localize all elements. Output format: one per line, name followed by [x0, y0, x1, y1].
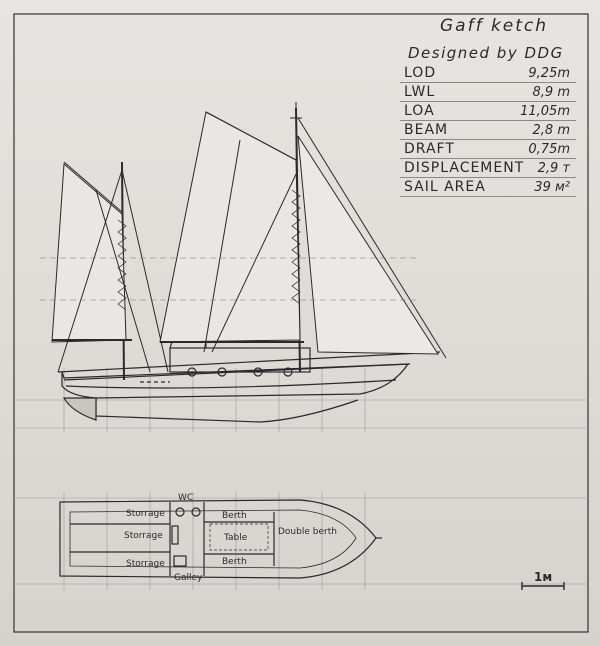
plan-view: [59, 499, 382, 579]
elevation-grid: [14, 368, 588, 432]
spec-value: 0,75m: [528, 142, 570, 157]
plan-grid: [14, 492, 588, 590]
spec-value: 2,9 т: [537, 161, 570, 176]
designer-credit: Designed by DDG: [408, 44, 564, 62]
label-storage-3: Storrage: [126, 559, 165, 569]
label-table: Table: [223, 533, 248, 543]
spec-label: LOA: [404, 103, 435, 119]
spec-row: BEAM 2,8 m: [400, 121, 576, 140]
label-storage-1: Storrage: [126, 509, 165, 519]
drawing-border: [13, 13, 589, 633]
spec-value: 9,25m: [528, 66, 570, 81]
label-berth-bottom: Berth: [222, 557, 247, 567]
spec-row: DISPLACEMENT 2,9 т: [400, 159, 576, 178]
drawing-title: Gaff ketch: [440, 16, 549, 36]
label-galley: Galley: [174, 573, 203, 583]
scale-bar: [521, 582, 565, 590]
spec-row: LOD 9,25m: [400, 64, 576, 83]
spec-label: SAIL AREA: [404, 179, 486, 195]
spec-row: SAIL AREA 39 м²: [400, 178, 576, 197]
spec-value: 2,8 m: [532, 123, 570, 138]
specs-table: LOD 9,25m LWL 8,9 m LOA 11,05m BEAM 2,8 m DR…: [400, 64, 576, 197]
spec-value: 39 м²: [534, 180, 570, 195]
spec-value: 8,9 m: [532, 85, 570, 100]
rigging: [40, 102, 447, 381]
spec-row: DRAFT 0,75m: [400, 140, 576, 159]
scale-label: 1м: [534, 570, 553, 584]
label-double-berth: Double berth: [278, 527, 337, 537]
spec-value: 11,05m: [520, 104, 570, 119]
spec-label: DRAFT: [404, 141, 455, 157]
hull-profile: [57, 341, 441, 423]
spec-row: LWL 8,9 m: [400, 83, 576, 102]
label-wc: WC: [178, 493, 193, 503]
spec-label: DISPLACEMENT: [404, 160, 525, 176]
label-berth-top: Berth: [222, 511, 247, 521]
spec-label: BEAM: [404, 122, 449, 138]
spec-row: LOA 11,05m: [400, 102, 576, 121]
spec-label: LOD: [404, 65, 437, 81]
spec-label: LWL: [404, 84, 436, 100]
label-storage-2: Storrage: [124, 531, 163, 541]
